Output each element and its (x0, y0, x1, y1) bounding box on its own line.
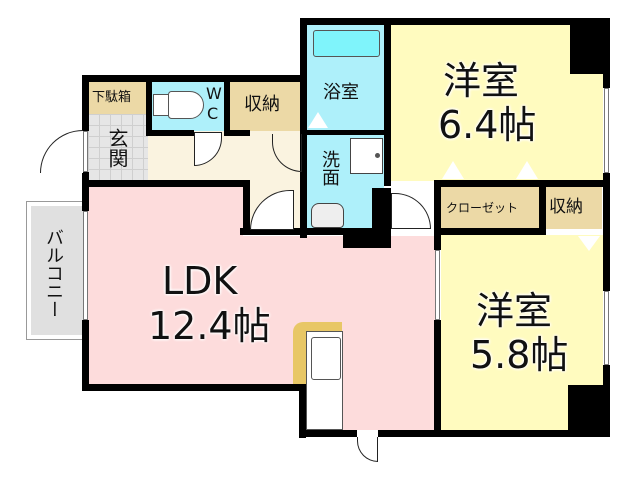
storage-hall-label: 収納 (244, 94, 280, 115)
storage-room (546, 186, 602, 229)
toilet-label-c: C (207, 104, 219, 123)
storage-hall (230, 82, 300, 131)
room2-window (604, 291, 609, 365)
ldk (88, 187, 243, 390)
storage-door-marker (578, 236, 600, 251)
balcony-label: バルコニー (43, 228, 64, 318)
entrance (88, 114, 148, 180)
closet-door-marker (516, 161, 538, 179)
western-room-1-size: 6.4帖 (438, 103, 537, 147)
closet-label: クローゼット (446, 201, 519, 215)
toilet-tank (153, 94, 169, 116)
wash-basin (311, 203, 344, 228)
balcony-window (83, 211, 88, 320)
bathroom-label: 浴室 (323, 82, 359, 103)
ldk-name: LDK (162, 259, 238, 303)
room1-window (604, 88, 609, 173)
service-door[interactable] (357, 437, 378, 462)
drain-icon (375, 153, 380, 158)
balcony-floor (31, 206, 83, 335)
ldk-partition-window (435, 250, 440, 320)
toilet-label-w: W (206, 84, 222, 103)
western-room-1 (391, 25, 603, 181)
kitchen-sink (311, 337, 341, 380)
shoe-box (88, 82, 148, 114)
shoe-box-label: 下駄箱 (92, 90, 132, 105)
washroom-label: 洗面 (319, 150, 340, 186)
toilet-bowl (168, 91, 204, 119)
entrance-label: 玄関 (105, 128, 129, 168)
bath-door-marker (308, 112, 328, 128)
western-room-1-name: 洋室 (443, 59, 520, 103)
bathtub (313, 30, 380, 57)
front-door[interactable] (40, 130, 83, 173)
closet (441, 186, 539, 229)
western-room-2-size: 5.8帖 (470, 333, 569, 377)
western-room-2-name: 洋室 (476, 289, 553, 333)
closet-door-marker (442, 161, 464, 179)
entrance-door-frame (83, 131, 88, 172)
storage-room-label: 収納 (549, 197, 583, 217)
ldk-size: 12.4帖 (148, 304, 271, 348)
room1-door[interactable] (391, 193, 431, 229)
